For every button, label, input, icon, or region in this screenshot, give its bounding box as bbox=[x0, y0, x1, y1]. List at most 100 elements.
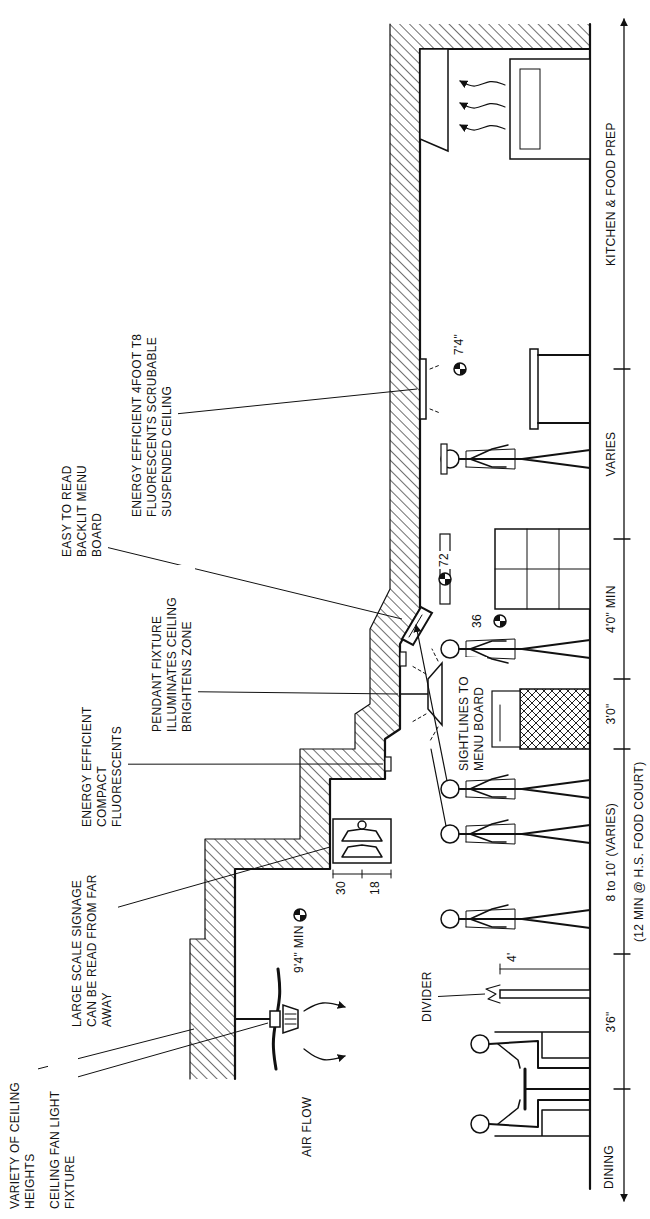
person-arm bbox=[470, 445, 508, 459]
dimension-label: (12 MIN @ H.S. FOOD COURT) bbox=[632, 760, 647, 944]
fan-rod bbox=[235, 1018, 271, 1020]
person-body bbox=[459, 648, 522, 650]
height-target bbox=[494, 615, 506, 627]
divider-panel bbox=[500, 990, 590, 998]
signage-letter bbox=[342, 829, 382, 841]
light-ray bbox=[430, 365, 440, 369]
compact-fluorescent bbox=[400, 652, 406, 666]
person-legs bbox=[522, 910, 590, 928]
height-target bbox=[454, 363, 466, 375]
pendant-rod bbox=[400, 693, 428, 695]
back-counter bbox=[495, 529, 590, 609]
person-coat bbox=[466, 824, 515, 844]
height-target-fill bbox=[500, 621, 506, 627]
heat-arrow bbox=[460, 125, 505, 130]
person-head bbox=[441, 640, 459, 658]
signage-letter bbox=[358, 821, 366, 829]
dimension-line bbox=[623, 19, 624, 1201]
dimension-label: 7'4" bbox=[452, 332, 467, 357]
dimension-tick bbox=[362, 870, 363, 878]
prep-table bbox=[530, 349, 538, 429]
heat-arrow bbox=[460, 81, 505, 86]
table-leg bbox=[538, 354, 590, 356]
food-display bbox=[492, 691, 520, 747]
dimension-label: AIR FLOW bbox=[300, 1095, 315, 1159]
ceiling-line bbox=[235, 49, 590, 1079]
dimension-tick bbox=[391, 870, 392, 878]
range bbox=[510, 59, 590, 159]
fan-light-rib bbox=[285, 1024, 296, 1025]
person-legs bbox=[522, 450, 590, 468]
dimension-label: SIGHTLINES TO MENU BOARD bbox=[457, 657, 487, 773]
drawer-line bbox=[559, 529, 560, 609]
person-arm bbox=[470, 919, 506, 927]
person-body bbox=[459, 788, 522, 790]
height-target bbox=[439, 573, 451, 585]
dimension-label: 36 bbox=[470, 612, 485, 630]
air-flow-arrow bbox=[304, 1049, 345, 1060]
sightline bbox=[431, 749, 446, 826]
sketch bbox=[18, 19, 630, 1201]
light-ray bbox=[430, 409, 440, 413]
leader-line bbox=[128, 764, 383, 765]
dimension-label: KITCHEN & FOOD PREP bbox=[604, 120, 619, 268]
height-target bbox=[294, 909, 306, 921]
dimension-label: 8 to 10' (VARIES) bbox=[604, 801, 619, 904]
person-head bbox=[471, 1115, 489, 1133]
heat-arrow bbox=[460, 103, 505, 108]
leader-line bbox=[178, 389, 417, 414]
fan-light-rib bbox=[285, 1019, 296, 1020]
light-ray bbox=[432, 649, 438, 661]
callout-label: VARIETY OF CEILING HEIGHTS bbox=[8, 1057, 38, 1211]
callout-label: DIVIDER bbox=[420, 969, 435, 1024]
person-arm bbox=[470, 834, 506, 842]
height-target-fill bbox=[454, 363, 460, 369]
person-body bbox=[459, 833, 522, 835]
height-target-fill bbox=[494, 615, 500, 621]
fan-hub bbox=[270, 1011, 280, 1027]
drawer-line bbox=[527, 529, 528, 609]
callout-label: ENERGY EFFICIENT COMPACT FLUORESCENTS bbox=[80, 685, 125, 829]
person-body bbox=[459, 458, 522, 460]
menu-board-line bbox=[409, 615, 422, 637]
compact-fluorescent bbox=[385, 757, 391, 771]
menu-board bbox=[402, 607, 432, 645]
person-head bbox=[441, 780, 459, 798]
dimension-tick bbox=[500, 964, 501, 974]
dimension-tick bbox=[614, 1088, 630, 1089]
dimension-label: 3'0" bbox=[604, 701, 619, 726]
callout-label: PENDANT FIXTURE ILLUMINATES CEILING BRIG… bbox=[150, 565, 195, 734]
person-coat bbox=[466, 639, 515, 659]
person-body bbox=[459, 918, 522, 920]
person-head bbox=[471, 1035, 489, 1053]
dimension-tick bbox=[333, 870, 334, 878]
signage-panel bbox=[333, 819, 391, 863]
person-arm bbox=[470, 820, 508, 834]
person-arm bbox=[470, 775, 508, 789]
person-arm bbox=[470, 789, 506, 797]
serving-counter bbox=[520, 689, 590, 749]
chef-hat bbox=[441, 444, 447, 474]
light-ray bbox=[412, 714, 426, 722]
callout-label: EASY TO READ BACKLIT MENU BOARD bbox=[60, 445, 105, 559]
t8-fluorescent bbox=[420, 359, 426, 419]
height-target-fill bbox=[294, 909, 300, 915]
leader-line bbox=[118, 847, 330, 907]
slab-line bbox=[190, 24, 390, 1079]
dimension-label: VARIES bbox=[604, 430, 619, 479]
leader-line bbox=[198, 692, 398, 694]
person-arm bbox=[470, 459, 506, 467]
drawer-line bbox=[495, 569, 590, 570]
ceiling-hatch bbox=[190, 24, 590, 1079]
back-shelf bbox=[440, 534, 450, 604]
person-coat bbox=[466, 779, 515, 799]
dimension-label: 72 bbox=[437, 551, 452, 569]
person-body bbox=[489, 1041, 590, 1068]
dimension-line bbox=[500, 969, 590, 970]
dimension-tick bbox=[614, 678, 630, 679]
display-tray bbox=[500, 705, 501, 741]
person-arm bbox=[470, 905, 508, 919]
height-target-fill bbox=[439, 573, 445, 579]
